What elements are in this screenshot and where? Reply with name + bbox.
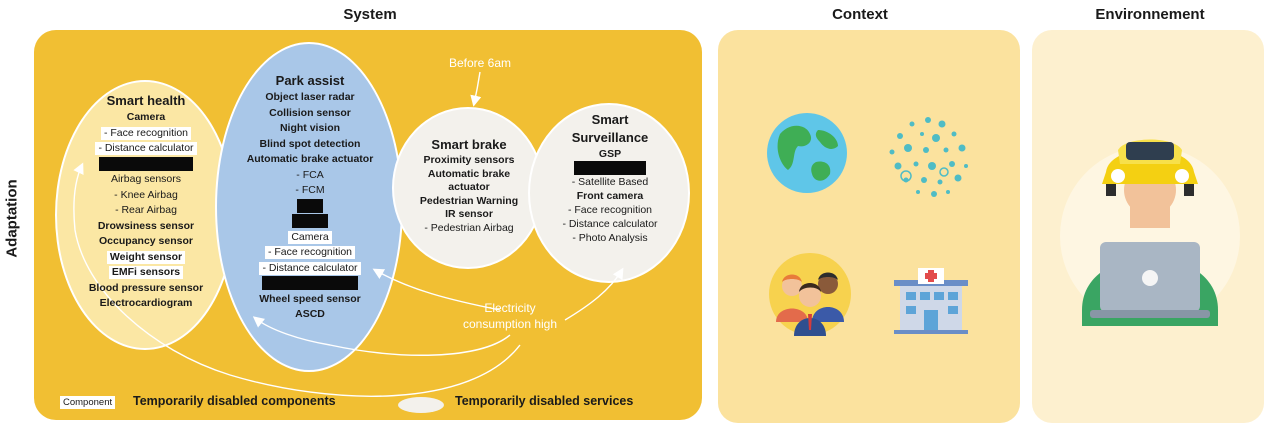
smart-health-list: Smart health Camera - Face recognition -… bbox=[66, 92, 226, 312]
smart-health-occupancy: Occupancy sensor bbox=[99, 235, 193, 247]
smart-surveillance-gsp: GSP bbox=[598, 148, 622, 160]
system-heading: System bbox=[343, 6, 397, 23]
electricity-to-park-arrow bbox=[372, 268, 501, 311]
smart-surveillance-satellite: - Satellite Based bbox=[571, 176, 649, 189]
smart-brake-pedestrian-warning: Pedestrian Warning bbox=[419, 194, 519, 207]
smart-brake-auto-brake-1: Automatic brake bbox=[427, 167, 511, 180]
smart-brake-list: Smart brake Proximity sensors Automatic … bbox=[402, 136, 536, 235]
before-6am-arrow bbox=[470, 71, 482, 107]
bottom-loop-arrow bbox=[73, 162, 521, 397]
smart-brake-title: Smart brake bbox=[431, 137, 507, 152]
park-assist-night-vision: Night vision bbox=[279, 122, 341, 134]
park-assist-list: Park assist Object laser radar Collision… bbox=[222, 72, 398, 323]
park-assist-distance-calculator: - Distance calculator bbox=[259, 261, 361, 275]
smart-brake-auto-brake-2: actuator bbox=[448, 181, 490, 193]
context-heading: Context bbox=[832, 6, 888, 23]
electricity-to-surveillance-arrow bbox=[564, 267, 624, 321]
legend-services-text: Temporarily disabled services bbox=[455, 394, 634, 408]
smart-health-knee-airbag: - Knee Airbag bbox=[114, 188, 178, 201]
electricity-loop-arrow bbox=[252, 316, 511, 356]
smart-surveillance-distance-calculator: - Distance calculator bbox=[562, 218, 658, 231]
park-assist-collision: Collision sensor bbox=[269, 106, 351, 119]
electricity-note-line-1: Electricity bbox=[484, 301, 536, 315]
smart-surveillance-front-camera: Front camera bbox=[576, 190, 644, 203]
driver-with-car-icon bbox=[1060, 139, 1240, 326]
smart-surveillance-title-2: Surveillance bbox=[571, 130, 649, 145]
smart-surveillance-title-1: Smart bbox=[591, 112, 629, 127]
legend-service-oval bbox=[398, 397, 444, 413]
smart-brake-pedestrian-airbag: - Pedestrian Airbag bbox=[424, 221, 514, 234]
park-assist-ascd: ASCD bbox=[295, 308, 325, 320]
smart-health-title: Smart health bbox=[106, 93, 186, 108]
hospital-icon bbox=[894, 268, 968, 334]
park-assist-fcm: - FCM bbox=[295, 184, 325, 196]
park-assist-auto-brake: Automatic brake actuator bbox=[246, 153, 374, 165]
globe-icon bbox=[767, 113, 847, 193]
park-assist-object-laser: Object laser radar bbox=[265, 91, 355, 103]
smart-surveillance-photo-analysis: - Photo Analysis bbox=[572, 232, 648, 245]
park-assist-face-recognition: - Face recognition bbox=[264, 246, 356, 259]
smart-health-drowsiness: Drowsiness sensor bbox=[97, 219, 195, 232]
park-assist-title: Park assist bbox=[275, 73, 345, 88]
redacted-bar bbox=[574, 161, 646, 176]
redacted-bar bbox=[292, 214, 328, 229]
people-group-icon bbox=[769, 253, 851, 336]
redacted-bar bbox=[99, 156, 193, 171]
smart-health-airbag-sensors: Airbag sensors bbox=[110, 173, 182, 185]
smart-health-face-recognition: - Face recognition bbox=[100, 126, 192, 140]
redacted-bar bbox=[262, 276, 358, 291]
smart-surveillance-oval bbox=[528, 103, 690, 283]
smart-brake-proximity: Proximity sensors bbox=[423, 154, 515, 166]
park-assist-wheel-speed: Wheel speed sensor bbox=[259, 292, 361, 305]
electricity-note-line-2: consumption high bbox=[462, 317, 558, 331]
smart-surveillance-face-recognition: - Face recognition bbox=[567, 204, 653, 217]
smart-health-blood-pressure: Blood pressure sensor bbox=[88, 281, 204, 294]
smart-health-rear-airbag: - Rear Airbag bbox=[115, 204, 177, 216]
smart-health-distance-calculator: - Distance calculator bbox=[95, 142, 197, 155]
park-assist-fca: - FCA bbox=[296, 168, 324, 181]
smart-brake-ir-sensor: IR sensor bbox=[445, 208, 493, 220]
particles-icon bbox=[889, 117, 968, 197]
park-assist-camera: Camera bbox=[288, 230, 332, 244]
electricity-note: Electricity consumption high bbox=[445, 300, 575, 332]
smart-health-camera: Camera bbox=[126, 111, 166, 123]
legend-components-text: Temporarily disabled components bbox=[133, 394, 336, 408]
smart-surveillance-list: Smart Surveillance GSP - Satellite Based… bbox=[538, 111, 682, 245]
smart-health-ecg: Electrocardiogram bbox=[99, 297, 193, 309]
context-panel bbox=[718, 30, 1020, 423]
park-assist-blind-spot: Blind spot detection bbox=[259, 137, 361, 150]
environment-heading: Environnement bbox=[1095, 6, 1205, 23]
redacted-bar bbox=[297, 198, 323, 213]
smart-health-weight: Weight sensor bbox=[106, 250, 186, 264]
before-6am-note: Before 6am bbox=[448, 56, 512, 70]
smart-health-emfi: EMFi sensors bbox=[108, 266, 184, 279]
legend-component-box: Component bbox=[60, 396, 116, 409]
